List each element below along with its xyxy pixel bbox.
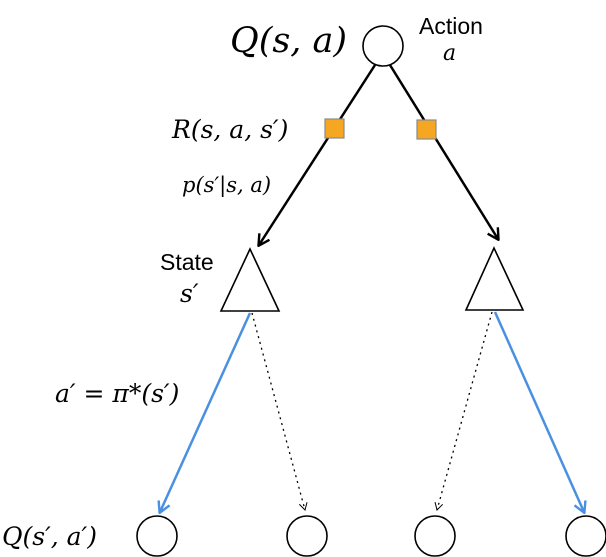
alt-edge-right <box>434 311 493 511</box>
policy-edge-right <box>493 311 584 512</box>
state-word-label: State <box>160 249 214 275</box>
leaf-q-node-3 <box>414 515 456 557</box>
reward-label: R(s, a, s′) <box>171 115 288 144</box>
state-node-left <box>219 247 281 312</box>
root-q-node <box>362 25 404 67</box>
q-root-label: Q(s, a) <box>230 21 347 61</box>
leaf-q-node-2 <box>286 515 328 557</box>
state-var-label: s′ <box>180 279 199 308</box>
reward-square-right <box>416 119 437 140</box>
transition-label: p(s′|s, a) <box>182 173 271 198</box>
alt-edge-left <box>251 312 308 511</box>
leaf-q-node-1 <box>136 515 178 557</box>
policy-edge-left <box>160 312 252 512</box>
policy-label: a′ = π*(s′) <box>55 379 179 408</box>
action-word-label: Action <box>419 13 483 39</box>
state-node-right <box>464 246 525 311</box>
action-var-label: a <box>443 41 456 66</box>
q-leaf-label: Q(s′, a′) <box>2 522 97 551</box>
transition-edge-right <box>388 64 498 239</box>
reward-square-left <box>324 118 345 139</box>
leaf-q-node-4 <box>565 515 606 557</box>
transition-edge-left <box>259 64 377 245</box>
